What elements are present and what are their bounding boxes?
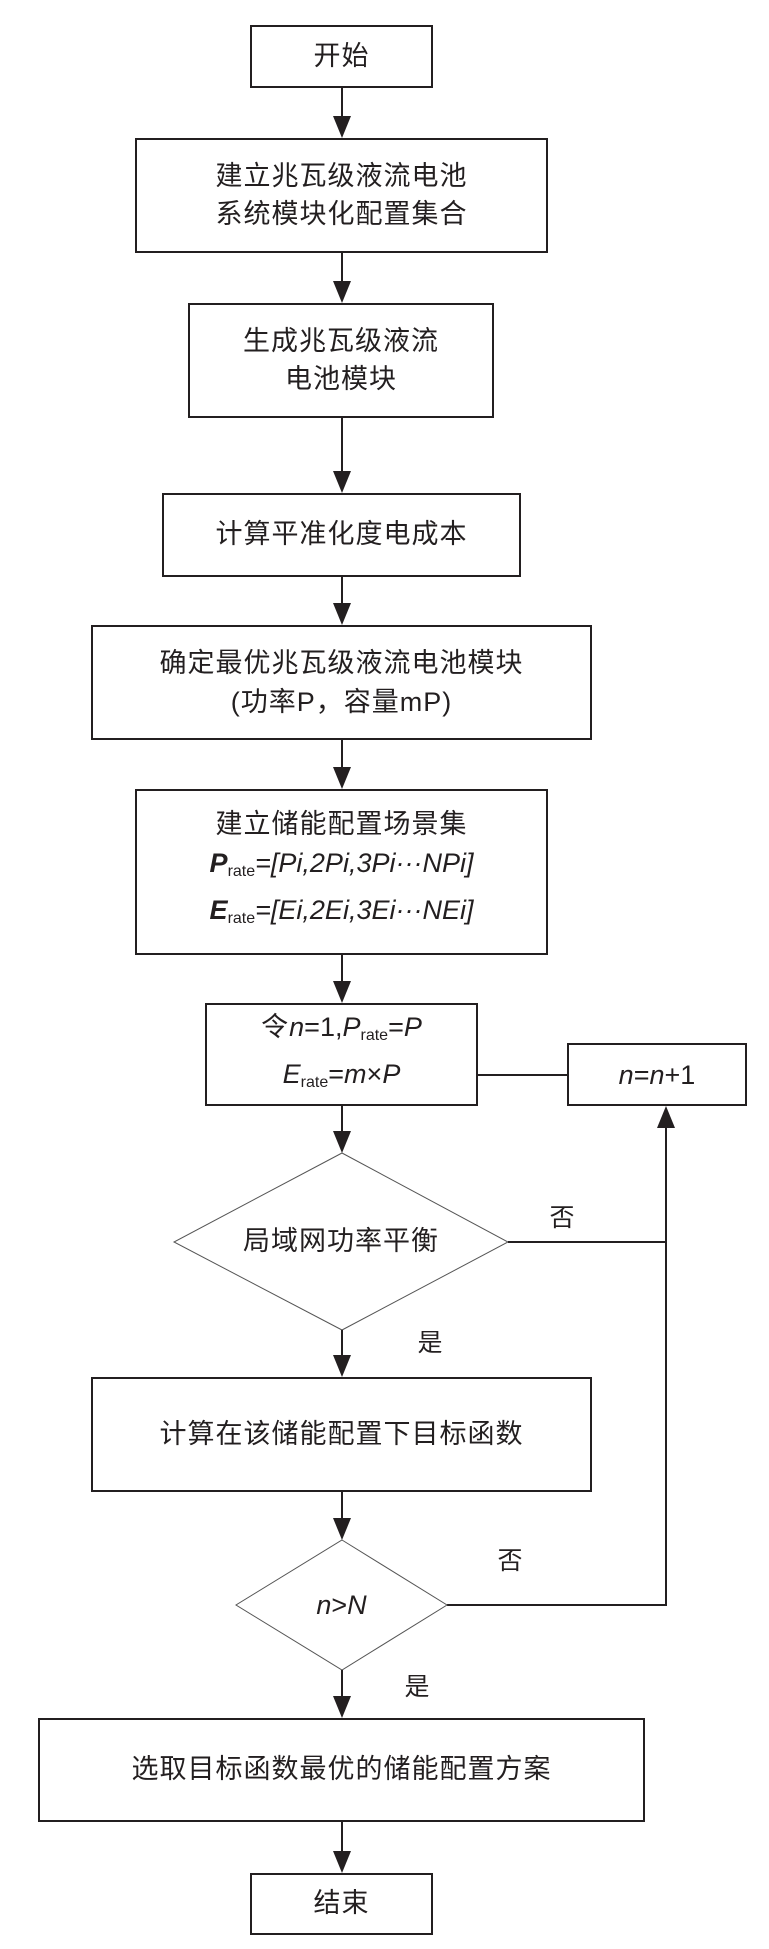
check-n-no-label: 否: [497, 1546, 523, 1575]
init-line2: Erate=m×P: [283, 1055, 401, 1102]
optimal-module-line2: (功率P，容量mP): [230, 686, 453, 717]
power-balance-yes-label: 是: [417, 1328, 443, 1357]
init-eq1: =1,: [304, 1011, 343, 1042]
inc-n2: n: [649, 1059, 665, 1090]
build-config-set-line2: 系统模块化配置集合: [215, 198, 468, 230]
optimal-module-node: 确定最优兆瓦级液流电池模块 (功率P，容量mP): [91, 625, 592, 740]
power-balance-text: 局域网功率平衡: [243, 1226, 439, 1257]
increment-formula: n=n+1: [619, 1056, 696, 1094]
p-subscript: rate: [227, 863, 256, 880]
init-p-sub: rate: [360, 1026, 389, 1044]
start-label: 开始: [313, 40, 370, 72]
edge-loop-back: [447, 1128, 667, 1606]
end-label: 结束: [313, 1888, 370, 1919]
increment-node: n=n+1: [567, 1043, 747, 1106]
check-n-op: >: [331, 1590, 348, 1620]
init-p2: P: [382, 1058, 401, 1089]
init-m: m: [344, 1058, 367, 1089]
e-rate-values: =[Ei,2Ei,3Ei···NEi]: [255, 895, 474, 925]
calc-lcoe-node: 计算平准化度电成本: [162, 493, 521, 577]
init-eq3: =: [328, 1058, 345, 1089]
arrowhead-icon: [333, 603, 351, 625]
build-config-set-line1: 建立兆瓦级液流电池: [215, 160, 468, 192]
e-subscript: rate: [227, 910, 256, 927]
check-n-n: n: [316, 1590, 332, 1620]
check-n-formula: n>N: [316, 1586, 366, 1624]
select-best-label: 选取目标函数最优的储能配置方案: [131, 1754, 552, 1785]
select-best-node: 选取目标函数最优的储能配置方案: [38, 1718, 645, 1822]
init-e: E: [282, 1058, 301, 1089]
optimal-module-line1: 确定最优兆瓦级液流电池模块: [159, 647, 524, 679]
arrowhead-icon: [333, 471, 351, 493]
init-line1: 令n=1,Prate=P: [261, 1008, 422, 1055]
arrowhead-icon: [333, 1355, 351, 1377]
power-balance-label: 局域网功率平衡: [174, 1222, 508, 1262]
init-p: P: [342, 1011, 361, 1042]
power-balance-no-label: 否: [549, 1203, 575, 1232]
arrowhead-icon: [333, 1131, 351, 1153]
start-node: 开始: [250, 25, 433, 88]
check-n-yes-label: 是: [404, 1672, 430, 1701]
generate-module-node: 生成兆瓦级液流 电池模块: [188, 303, 494, 418]
arrowhead-icon: [333, 981, 351, 1003]
generate-module-line1: 生成兆瓦级液流: [243, 325, 439, 357]
inc-eq: =: [633, 1059, 650, 1090]
e-rate-formula: Erate=[Ei,2Ei,3Ei···NEi]: [210, 891, 474, 938]
arrowhead-icon: [333, 116, 351, 138]
check-n-N: N: [347, 1590, 367, 1620]
e-symbol: E: [209, 895, 228, 925]
inc-n1: n: [618, 1059, 634, 1090]
init-eq2: =: [388, 1011, 404, 1042]
init-n: n: [289, 1011, 305, 1042]
scenario-set-title: 建立储能配置场景集: [215, 809, 468, 840]
calc-objective-label: 计算在该储能配置下目标函数: [159, 1418, 524, 1450]
arrowhead-icon: [657, 1106, 675, 1128]
init-p-rhs: P: [403, 1011, 422, 1042]
arrowhead-icon: [333, 1851, 351, 1873]
init-node: 令n=1,Prate=P Erate=m×P: [205, 1003, 478, 1106]
generate-module-line2: 电池模块: [285, 363, 397, 395]
p-symbol: P: [209, 848, 228, 878]
init-e-sub: rate: [300, 1073, 329, 1091]
arrowhead-icon: [333, 767, 351, 789]
arrowhead-icon: [333, 281, 351, 303]
scenario-set-node: 建立储能配置场景集 Prate=[Pi,2Pi,3Pi···NPi] Erate…: [135, 789, 548, 955]
init-let: 令: [261, 1011, 290, 1042]
p-rate-formula: Prate=[Pi,2Pi,3Pi···NPi]: [210, 844, 474, 891]
inc-plus-one: +1: [664, 1059, 696, 1090]
arrowhead-icon: [333, 1696, 351, 1718]
build-config-set-node: 建立兆瓦级液流电池 系统模块化配置集合: [135, 138, 548, 253]
check-n-label: n>N: [236, 1585, 447, 1625]
calc-objective-node: 计算在该储能配置下目标函数: [91, 1377, 592, 1492]
calc-lcoe-label: 计算平准化度电成本: [215, 519, 468, 550]
end-node: 结束: [250, 1873, 433, 1935]
arrowhead-icon: [333, 1518, 351, 1540]
init-times: ×: [366, 1058, 383, 1089]
p-rate-values: =[Pi,2Pi,3Pi···NPi]: [255, 848, 474, 878]
